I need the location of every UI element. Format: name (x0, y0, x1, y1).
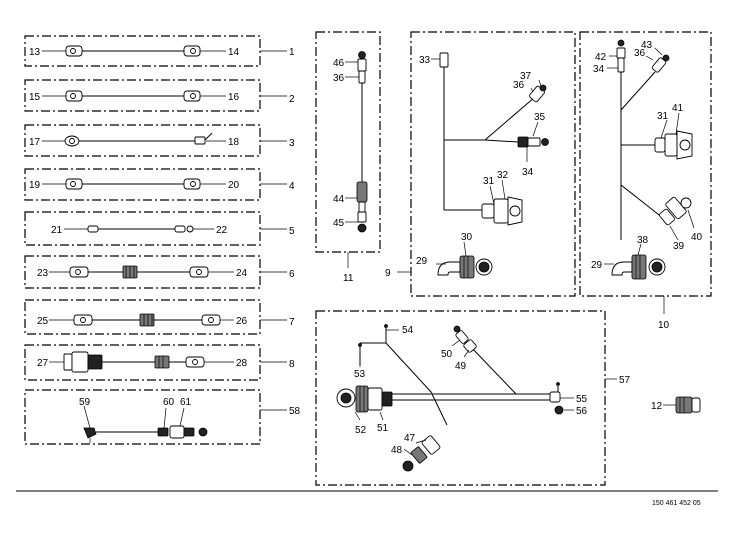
document-number: 150 461 452 05 (652, 500, 701, 507)
callout-26: 26 (236, 316, 248, 327)
callout-33: 33 (419, 55, 431, 66)
callout-31: 31 (483, 176, 495, 187)
callout-54: 54 (402, 325, 414, 336)
callout-36: 36 (333, 73, 345, 84)
callout-1: 1 (289, 47, 295, 58)
callout-36: 36 (513, 80, 525, 91)
callout-28: 28 (236, 358, 248, 369)
callout-12: 12 (651, 401, 663, 412)
callout-32: 32 (497, 170, 509, 181)
callout-48: 48 (391, 445, 403, 456)
loose-part-12: 12 (651, 396, 701, 414)
cable-assembly-4: 19 20 4 (24, 168, 295, 201)
cable-assembly-58: 59 60 61 58 (24, 389, 301, 445)
callout-14: 14 (228, 47, 240, 58)
cable-assembly-6: 23 24 6 (24, 255, 295, 289)
callout-59: 59 (79, 397, 91, 408)
callout-27: 27 (37, 358, 49, 369)
callout-29: 29 (416, 256, 428, 267)
callout-10: 10 (658, 320, 670, 331)
callout-21: 21 (51, 225, 63, 236)
callout-53: 53 (354, 369, 366, 380)
callout-36: 36 (634, 48, 646, 59)
callout-58: 58 (289, 406, 301, 417)
callout-13: 13 (29, 47, 41, 58)
callout-41: 41 (672, 103, 684, 114)
callout-61: 61 (180, 397, 192, 408)
harness-assembly-10: 42 43 36 34 41 31 38 29 39 40 10 (579, 31, 712, 331)
callout-24: 24 (236, 268, 248, 279)
callout-39: 39 (673, 241, 685, 252)
cable-assembly-2: 15 16 2 (24, 79, 295, 112)
callout-29: 29 (591, 260, 603, 271)
callout-7: 7 (289, 317, 295, 328)
cable-assembly-1: 13 14 1 (24, 35, 295, 67)
callout-17: 17 (29, 137, 41, 148)
cable-assembly-3: 17 18 3 (24, 124, 295, 157)
harness-assembly-57: 54 50 49 53 55 56 52 51 47 48 57 (315, 310, 631, 486)
callout-47: 47 (404, 433, 416, 444)
harness-assembly-11: 46 36 44 45 11 (315, 31, 381, 284)
callout-9: 9 (385, 268, 391, 279)
cable-assembly-5: 21 22 5 (24, 211, 295, 246)
callout-2: 2 (289, 94, 295, 105)
callout-34: 34 (522, 167, 534, 178)
callout-35: 35 (534, 112, 546, 123)
callout-20: 20 (228, 180, 240, 191)
callout-30: 30 (461, 232, 473, 243)
harness-assembly-9: 33 37 36 35 34 31 32 29 30 9 (385, 31, 576, 297)
callout-5: 5 (289, 226, 295, 237)
callout-51: 51 (377, 423, 389, 434)
callout-60: 60 (163, 397, 175, 408)
callout-3: 3 (289, 138, 295, 149)
callout-45: 45 (333, 218, 345, 229)
callout-19: 19 (29, 180, 41, 191)
callout-22: 22 (216, 225, 228, 236)
callout-4: 4 (289, 181, 295, 192)
callout-37: 37 (520, 71, 532, 82)
callout-49: 49 (455, 361, 467, 372)
callout-8: 8 (289, 359, 295, 370)
callout-18: 18 (228, 137, 240, 148)
callout-38: 38 (637, 235, 649, 246)
cable-assembly-7: 25 26 7 (24, 299, 295, 335)
callout-50: 50 (441, 349, 453, 360)
callout-42: 42 (595, 52, 607, 63)
callout-44: 44 (333, 194, 345, 205)
cable-assembly-8: 27 28 8 (24, 344, 295, 381)
callout-25: 25 (37, 316, 49, 327)
callout-46: 46 (333, 58, 345, 69)
callout-15: 15 (29, 92, 41, 103)
callout-23: 23 (37, 268, 49, 279)
callout-56: 56 (576, 406, 588, 417)
callout-52: 52 (355, 425, 367, 436)
callout-16: 16 (228, 92, 240, 103)
callout-40: 40 (691, 232, 703, 243)
callout-55: 55 (576, 394, 588, 405)
callout-31: 31 (657, 111, 669, 122)
callout-34: 34 (593, 64, 605, 75)
callout-43: 43 (641, 40, 653, 51)
callout-11: 11 (343, 273, 354, 284)
callout-57: 57 (619, 375, 631, 386)
callout-6: 6 (289, 269, 295, 280)
